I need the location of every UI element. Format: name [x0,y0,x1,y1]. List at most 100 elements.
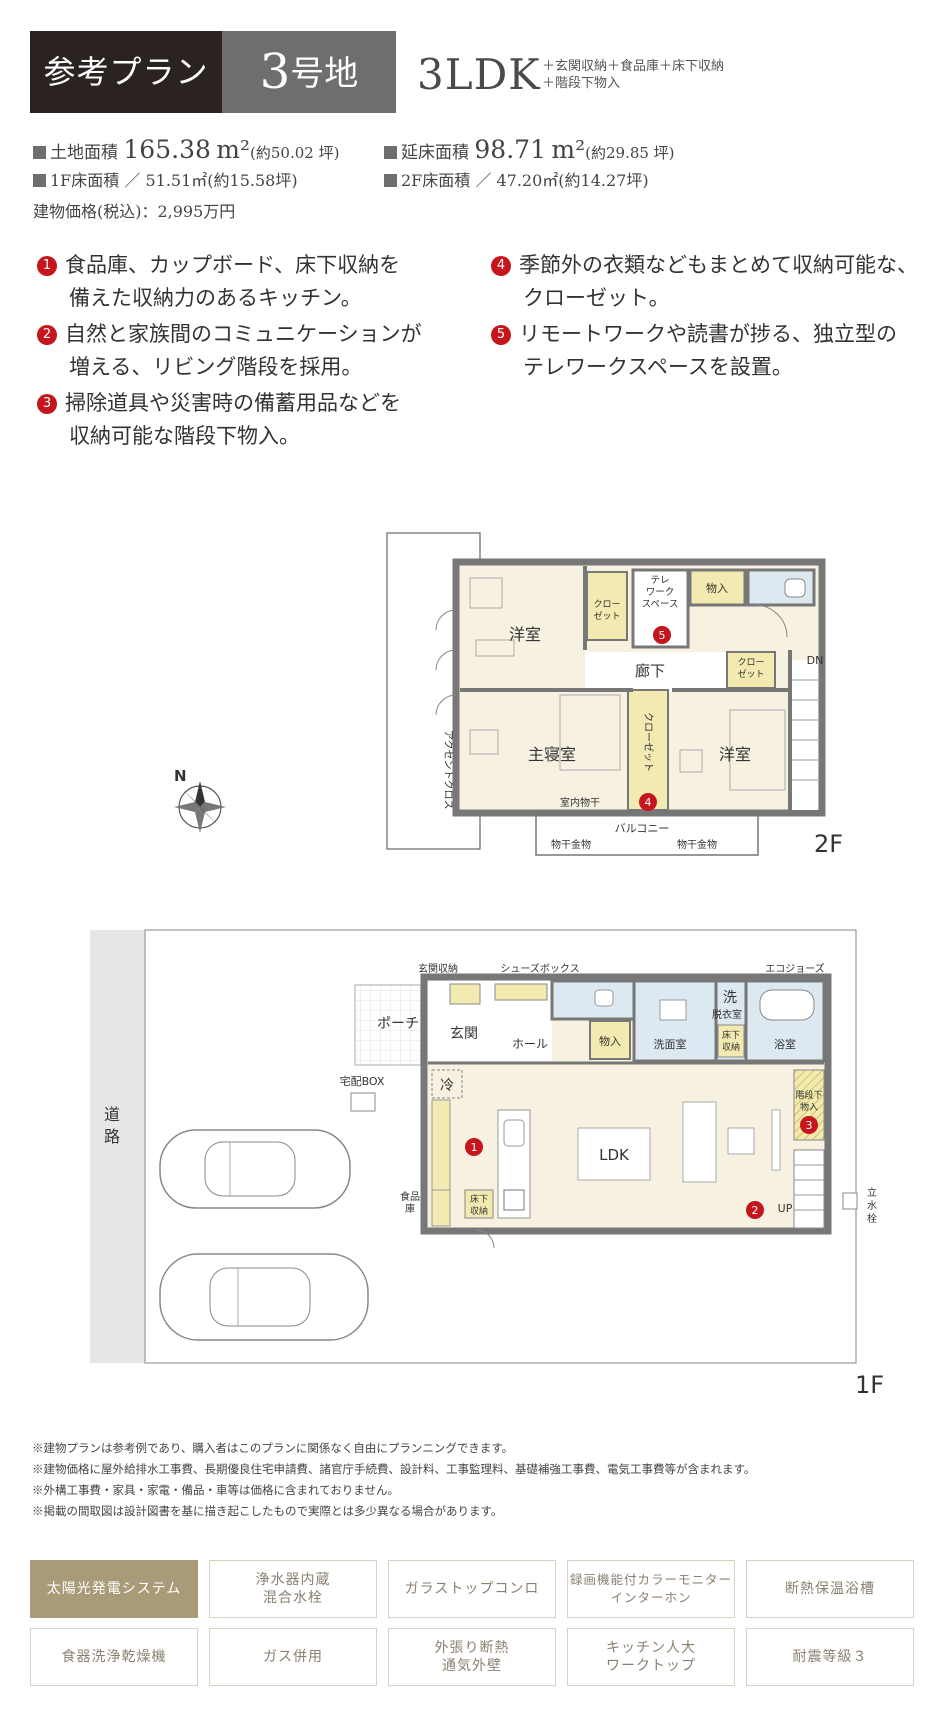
label-entrance-storage: 玄関収納 [418,962,458,975]
room-label-closet-c: クローゼット [642,712,654,772]
shoes-box [494,983,548,1001]
dry-rack-label: 物干金物 [551,838,591,851]
room-label-western2: 洋室 [719,745,751,764]
marker-label: 1 [471,1141,478,1154]
room-label-master: 主寝室 [528,745,576,764]
f2-area: 2F床面積 ／ 47.20㎡(約14.27坪) [384,167,649,191]
label-pantry: 庫 [405,1202,415,1215]
tv-board [771,1109,781,1171]
option-exterior-insulation: 外張り断熱 通気外壁 [388,1628,556,1686]
balcony [535,812,759,856]
lot-number-digit: 3 [259,44,291,100]
toilet-icon [784,578,806,598]
option-dishwasher: 食器洗浄乾燥機 [30,1628,198,1686]
option-kitchen-worktop: キッチン人大 ワークトップ [567,1628,735,1686]
option-insulated-bathtub: 断熱保温浴槽 [746,1560,914,1618]
room-label-storage: 物入 [706,581,728,595]
label-delivery-box: 宅配BOX [340,1074,385,1088]
marker-label: 2 [752,1204,759,1217]
feature-text: 掃除道具や災害時の備蓄用品などを [65,391,401,415]
room-label-ldk: LDK [599,1146,630,1164]
floor-2-label: 2F [814,830,843,858]
room-label-hall: ホール [512,1037,548,1051]
feature-text: リモートワークや読書が捗る、独立型の [519,322,897,346]
floor-area-label: 延床面積 [401,143,469,163]
room-label-washroom: 洗面室 [654,1037,687,1051]
feature-text: クローゼット。 [523,286,670,310]
room-label-dressing: 脱衣室 [712,1008,742,1021]
marker-4 [639,793,657,811]
storage-1f [589,1020,631,1060]
option-video-intercom: 録画機能付カラーモニター インターホン [567,1560,735,1618]
land-area: 土地面積 165.38 m²(約50.02 坪) [33,135,339,164]
marker-2 [746,1201,764,1219]
marker-badge: 1 [37,256,57,276]
entrance-storage [449,983,481,1005]
feature-text: 自然と家族間のコミュニケーションが [65,322,422,346]
label-faucet: 立 [867,1186,877,1199]
cupboard [431,1099,451,1191]
bathtub-icon [759,989,815,1021]
option-gas-combined: ガス併用 [209,1628,377,1686]
marker-badge: 2 [37,325,57,345]
label-eco-jozu: エコジョーズ [765,962,825,975]
room-label-western1: 洋室 [509,625,541,644]
label-fridge: 冷 [440,1078,454,1094]
room-label-telework: ワーク [646,587,675,598]
car-icon [159,1253,369,1341]
label-underfloor-kitchen: 収納 [470,1205,488,1217]
compass-label: N [174,767,187,785]
marker-label: 4 [645,796,652,809]
feature-text: 備えた収納力のあるキッチン。 [69,286,362,310]
plan-extras: ＋玄関収納＋食品庫＋床下収納 ＋階段下物入 [542,58,724,92]
balcony-label: バルコニー [615,822,670,835]
square-bullet-icon [384,174,397,187]
label-underfloor-kitchen: 床下 [470,1193,488,1205]
room-label-entrance: 玄関 [450,1025,478,1042]
kitchen-counter [497,1109,531,1219]
marker-1 [465,1138,483,1156]
stairs-dn-label: DN [807,654,824,667]
f1-area-label: 1F床面積 [50,171,120,190]
floor-2-plan: 洋室 テレ ワーク スペース 物入 クロー ゼット クロー ゼット 廊下 DN … [174,532,826,856]
room-label-indoor-dry: 室内物干 [560,796,600,809]
floor-area-tsubo: (約29.85 坪) [585,144,675,162]
room-label-closet: クロー [593,599,620,610]
label-shoes-box: シューズボックス [500,962,579,975]
dry-rack-label: 物干金物 [677,838,717,851]
f1-area: 1F床面積 ／ 51.51㎡(約15.58坪) [33,167,298,191]
note-line: ※建物価格に屋外給排水工事費、長期優良住宅申請費、諸官庁手続費、設計料、工事監理… [32,1462,756,1476]
option-water-purifier-faucet: 浄水器内蔵 混合水栓 [209,1560,377,1618]
stairs-1f [793,1149,825,1229]
sink-icon [503,1119,525,1147]
room-label-bath: 浴室 [774,1037,796,1051]
stairs-2f [792,660,818,810]
room-label-porch: ポーチ [377,1016,419,1032]
floor-area-value: 98.71 [474,135,546,164]
fridge-space [431,1069,463,1099]
floor-1-plan: 道 路 ポーチ [90,929,877,1364]
label-pantry: 食品 [400,1190,420,1203]
feature-text: 増える、リビング階段を採用。 [69,355,363,379]
marker-3 [800,1116,818,1134]
toilet-icon [594,989,614,1007]
road-label: 道 [104,1105,120,1124]
land-area-tsubo: (約50.02 坪) [250,144,340,162]
note-line: ※建物プランは参考例であり、購入者はこのプランに関係なく自由にプランニングできま… [32,1441,514,1455]
option-solar-power: 太陽光発電システム [30,1560,198,1618]
faucet-icon [842,1192,858,1210]
sofa [682,1101,717,1183]
underfloor-storage-kitchen [464,1189,494,1219]
f1-area-value: ／ 51.51㎡(約15.58坪) [124,171,298,190]
label-underfloor: 収納 [722,1041,740,1053]
option-seismic-grade: 耐震等級３ [746,1628,914,1686]
square-bullet-icon [384,146,397,159]
f2-area-value: ／ 47.20㎡(約14.27坪) [475,171,649,190]
feature-text: 収納可能な階段下物入。 [69,424,300,448]
toilet-2f [746,568,816,607]
floor-area-unit: m² [551,135,586,164]
notes: ※建物プランは参考例であり、購入者はこのプランに関係なく自由にプランニングできま… [32,1438,755,1522]
